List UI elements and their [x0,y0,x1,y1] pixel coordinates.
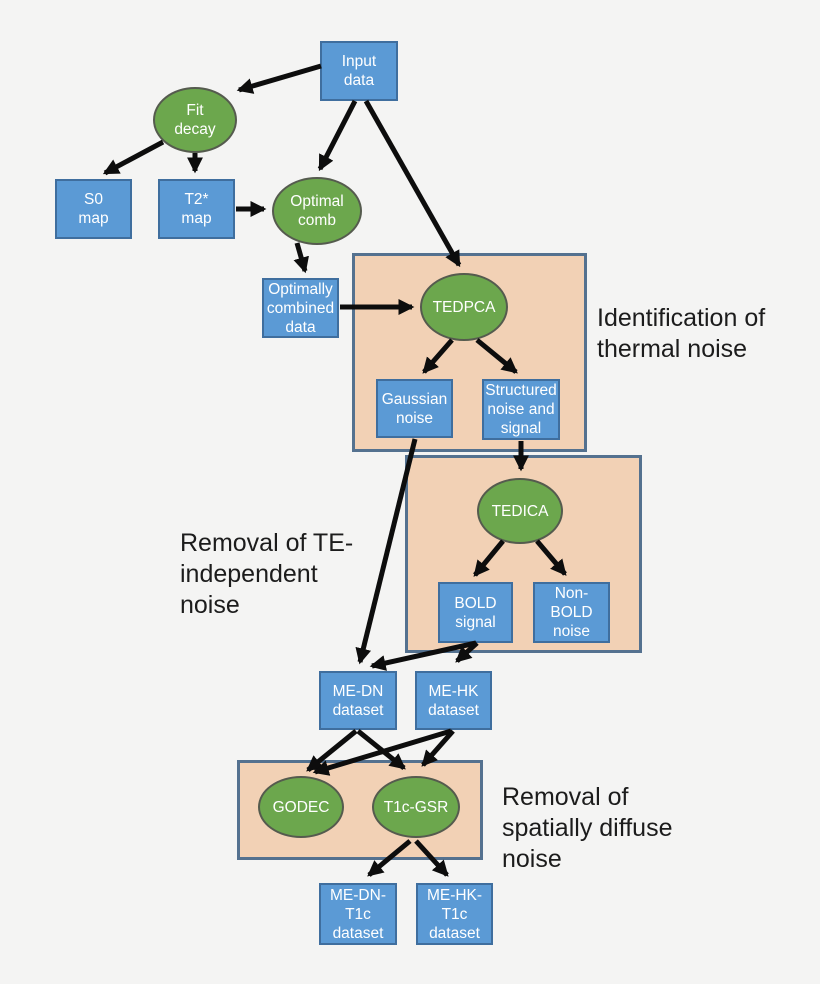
node-optimally-combined-data: Optimally combined data [262,278,339,338]
annotation-spatially-diffuse-noise: Removal of spatially diffuse noise [502,783,673,873]
node-label: Non-BOLD noise [550,585,593,640]
node-label: S0 map [78,191,109,227]
node-label: BOLD signal [454,594,497,631]
node-label: Structured noise and signal [485,382,557,437]
node-label: Fit decay [174,102,216,138]
edge-input-to-tedpca [363,99,462,268]
node-me-dn-t1c-dataset: ME-DN- T1c dataset [319,883,397,945]
node-t1c-gsr: T1c-GSR [372,776,460,838]
node-label: GODEC [272,798,330,816]
edge-fitdecay-to-s0map [102,139,165,176]
annotation-thermal-noise: Identification of thermal noise [597,304,766,363]
node-non-bold-noise: Non-BOLD noise [533,582,610,643]
node-label: ME-DN- T1c dataset [330,886,386,942]
node-tedpca: TEDPCA [420,273,508,341]
node-label: T2* map [181,191,212,227]
node-gaussian-noise: Gaussian noise [376,379,453,438]
node-label: TEDICA [491,502,549,520]
node-structured-noise-signal: Structured noise and signal [482,379,560,440]
node-input-data: Input data [320,41,398,101]
edge-input-to-optimalcomb [317,99,358,172]
node-s0-map: S0 map [55,179,132,239]
edge-optimalcomb-to-optcombined [293,242,309,274]
node-me-hk-t1c-dataset: ME-HK- T1c dataset [416,883,493,945]
node-label: TEDPCA [432,298,496,316]
node-label: ME-HK dataset [428,682,479,719]
node-label: ME-DN dataset [332,682,384,719]
node-label: T1c-GSR [383,798,449,816]
node-label: Gaussian noise [381,390,448,427]
node-tedica: TEDICA [477,478,563,544]
annotation-te-independent-noise: Removal of TE- independent noise [180,529,354,619]
node-label: ME-HK- T1c dataset [426,886,483,942]
node-t2-map: T2* map [158,179,235,239]
node-fit-decay: Fit decay [153,87,237,153]
node-godec: GODEC [258,776,344,838]
node-label: Optimally combined data [266,280,335,336]
edge-input-to-fitdecay [236,63,322,94]
node-label: Optimal comb [290,193,344,229]
node-me-dn-dataset: ME-DN dataset [319,671,397,730]
node-label: Input data [341,53,377,89]
node-bold-signal: BOLD signal [438,582,513,643]
node-optimal-comb: Optimal comb [272,177,362,245]
node-me-hk-dataset: ME-HK dataset [415,671,492,730]
